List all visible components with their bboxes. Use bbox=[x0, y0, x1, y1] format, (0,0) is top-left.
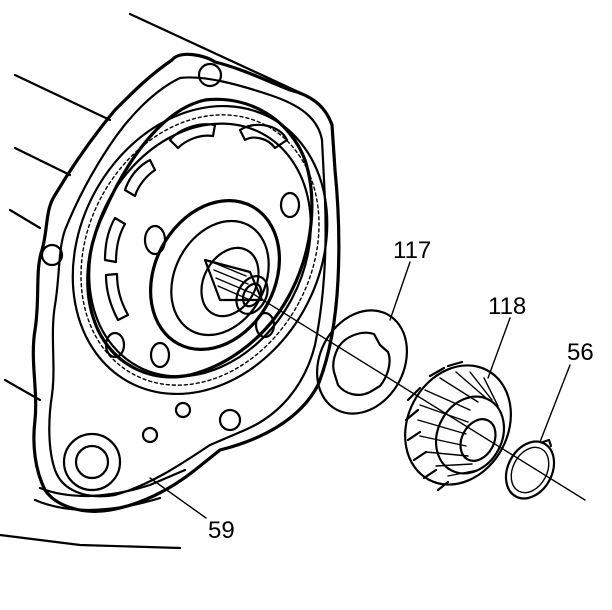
leader-59 bbox=[149, 477, 207, 519]
bevel-gear bbox=[404, 360, 512, 492]
snap-ring bbox=[504, 438, 556, 500]
callout-117: 117 bbox=[393, 237, 431, 264]
transmission-case bbox=[0, 12, 341, 550]
pump-assembly bbox=[71, 97, 329, 396]
leader-56 bbox=[539, 364, 571, 443]
leader-117 bbox=[389, 261, 411, 321]
callout-59: 59 bbox=[208, 517, 235, 544]
thrust-washer bbox=[315, 309, 409, 415]
callout-118: 118 bbox=[488, 293, 526, 320]
leader-118 bbox=[487, 317, 511, 379]
callout-56: 56 bbox=[567, 339, 594, 366]
